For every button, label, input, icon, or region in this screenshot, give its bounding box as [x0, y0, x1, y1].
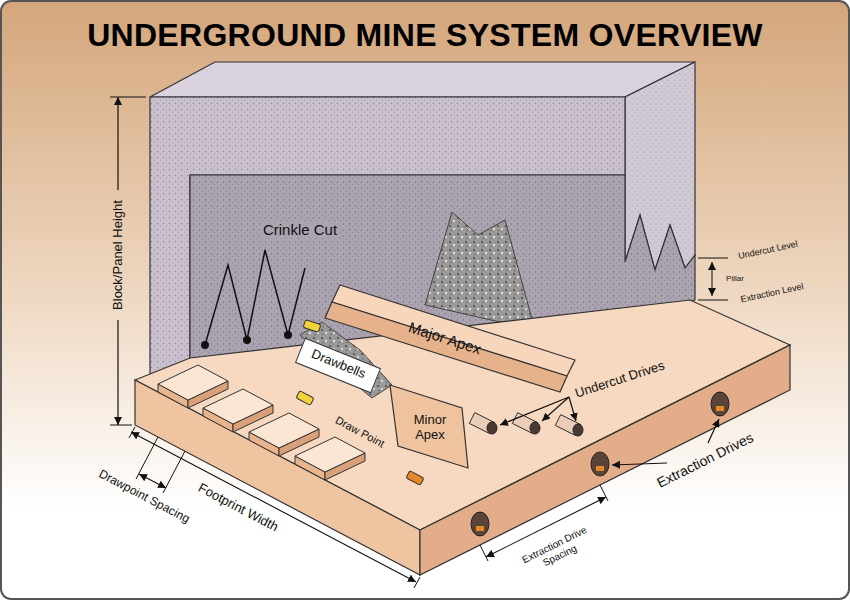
part-label: Footprint Width: [196, 481, 281, 535]
pillar-dimension: [712, 262, 713, 296]
dimension-tick: [480, 545, 488, 561]
diagram-title: UNDERGROUND MINE SYSTEM OVERVIEW: [87, 17, 763, 54]
leader-arrow: [569, 397, 576, 421]
leader-arrow: [612, 463, 667, 465]
truck: [596, 466, 604, 471]
dimension-tick: [110, 425, 132, 426]
block-top-face: [150, 62, 695, 97]
part-label: Draw Point: [333, 414, 386, 450]
box-text: Drawbells: [307, 346, 370, 383]
dimension-tick: [110, 97, 146, 98]
pillar-top: [158, 365, 228, 400]
part-label: Extraction Level: [740, 281, 805, 304]
dimension-tick: [414, 577, 420, 588]
pillar-top: [203, 389, 273, 424]
level-line: [698, 258, 728, 259]
part-label: Block/Panel Height: [111, 200, 126, 310]
undercut-drive-mouth: [530, 422, 540, 434]
crinkle-drive: [284, 331, 292, 339]
part-label: Minor Apex: [408, 413, 452, 443]
crinkle-cut-lines: [205, 250, 305, 345]
dimension-line: [117, 97, 118, 190]
label-box: Drawbells: [295, 337, 381, 393]
minor-apex: [390, 385, 468, 468]
dimension-line: [117, 320, 118, 425]
extraction-drive-mouth: [591, 452, 609, 476]
extraction-drive-mouth: [471, 512, 489, 536]
caved-rock: [425, 212, 535, 330]
part-label: Extraction Drives: [654, 429, 756, 491]
extraction-drive-mouth: [711, 392, 729, 416]
loader: [296, 391, 314, 406]
level-line: [698, 300, 728, 301]
dimension-tick: [136, 437, 158, 479]
part-label: Undercut Drives: [573, 358, 666, 401]
leader-arrow: [542, 397, 569, 421]
undercut-drive-mouth: [573, 424, 583, 436]
slab-front-face: [135, 380, 420, 575]
undercut-drive-mouth: [487, 422, 497, 434]
leader-arrow: [500, 397, 569, 425]
pillar-top: [295, 437, 365, 472]
pillar-top: [249, 413, 319, 448]
part-label: Undercut Level: [737, 239, 798, 262]
part-label: Pillar: [726, 274, 744, 283]
dimension-line: [139, 474, 166, 488]
truck: [476, 526, 484, 531]
dimension-tick: [163, 451, 185, 493]
part-label: Drawpoint Spacing: [96, 467, 192, 526]
leader-arrow: [708, 419, 719, 443]
slab-side-face: [420, 345, 790, 575]
loader: [406, 471, 424, 486]
part-label: Crinkle Cut: [260, 221, 340, 238]
part-label: Major Apex: [407, 318, 484, 357]
crinkle-drive: [201, 341, 209, 349]
crinkle-drive: [243, 336, 251, 344]
truck: [716, 406, 724, 411]
part-label: Extraction Drive Spacing: [512, 520, 603, 581]
loader: [303, 320, 321, 333]
